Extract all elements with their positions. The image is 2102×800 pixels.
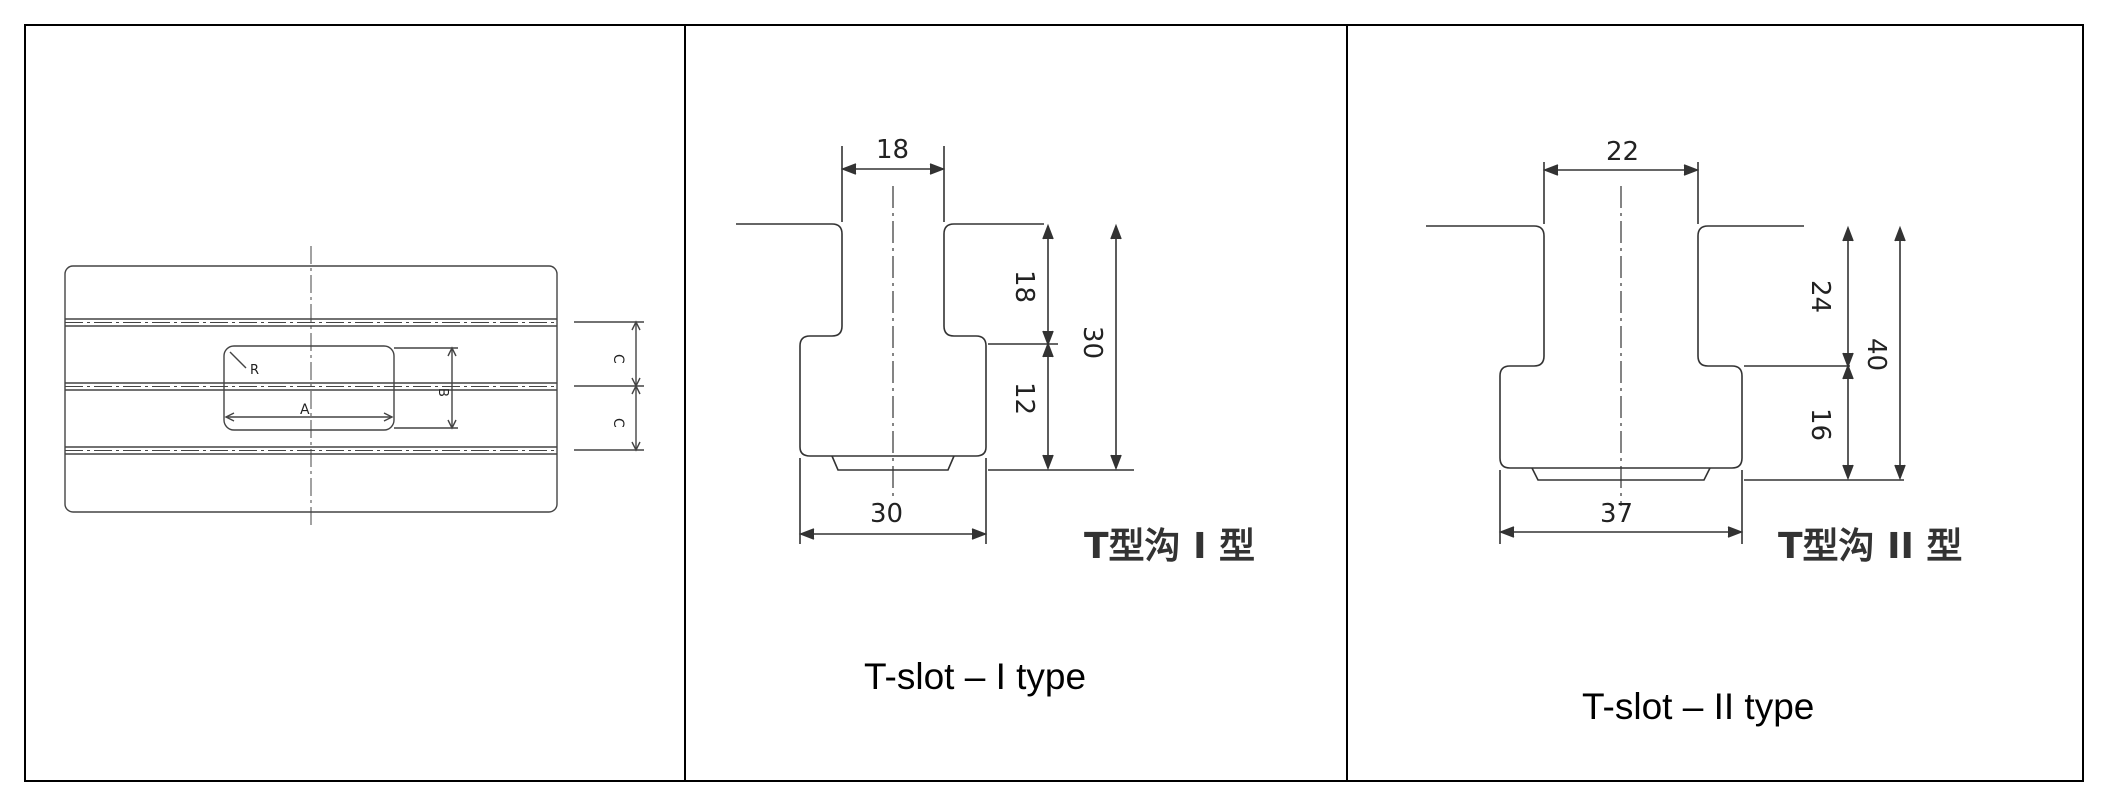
radius-label: R: [250, 363, 259, 378]
tslot-2-panel: 22 37 24 16 40 T型沟 II 型 T-slot – II type: [1348, 26, 2082, 780]
plate-drawing: R A B C C: [64, 246, 644, 526]
tslot-2-head-height: 16: [1805, 408, 1835, 441]
plate-outline: [64, 265, 558, 513]
tslot-2-head-width: 37: [1600, 499, 1633, 529]
tslot-2-label-cn: T型沟 II 型: [1778, 526, 1962, 567]
tslot-2-neck-width: 22: [1606, 137, 1639, 167]
length-label: A: [300, 402, 310, 418]
plate-panel: R A B C C: [26, 26, 686, 780]
offset-label-bottom: C: [610, 418, 626, 428]
tslot-1-caption: T-slot – I type: [864, 656, 1087, 697]
tslot-2-profile: [1426, 225, 1804, 469]
tslot-1-head-height: 12: [1009, 382, 1039, 415]
plate-opening: [223, 345, 395, 431]
tslot-1-total-height: 30: [1077, 326, 1107, 359]
tslot-1-head-width: 30: [870, 499, 903, 529]
tslot-2-total-height: 40: [1861, 338, 1891, 371]
tslot-2-drawing: 22 37 24 16 40 T型沟 II 型: [1426, 137, 1962, 567]
tslot-2-neck-height: 24: [1805, 280, 1835, 313]
offset-label-top: C: [610, 354, 626, 364]
tslot-1-neck-width: 18: [876, 135, 909, 165]
height-label: B: [435, 388, 450, 397]
tslot-1-profile: [736, 223, 1044, 457]
tslot-1-label-cn: T型沟 I 型: [1084, 526, 1255, 567]
tslot-1-drawing: 18 30 18 12 30 T型沟 I 型: [736, 135, 1255, 567]
tslot-1-panel: 18 30 18 12 30 T型沟 I 型 T-slot – I type: [686, 26, 1348, 780]
figure-table: R A B C C: [24, 24, 2084, 782]
tslot-1-neck-height: 18: [1009, 270, 1039, 303]
tslot-2-caption: T-slot – II type: [1582, 686, 1815, 727]
